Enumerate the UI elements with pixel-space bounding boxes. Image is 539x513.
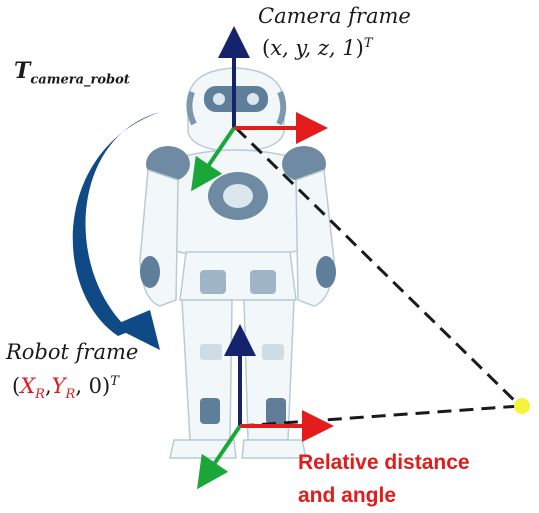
robot-y-axis-arrow [197, 424, 242, 490]
robot-ear-right [276, 90, 287, 126]
robot-hips [179, 251, 297, 301]
camera-frame-coords: (x, y, z, 1)T [262, 36, 372, 60]
transform-subscript: camera_robot [30, 72, 130, 88]
relative-distance-label: Relative distance and angle [298, 446, 530, 512]
robot-hip-joint-right [250, 270, 276, 294]
camera-coords-close: ) [355, 36, 364, 60]
robot-knee-left [200, 344, 222, 360]
robot-coords-x: X [20, 374, 36, 398]
camera-to-target-dashed-line [234, 126, 522, 408]
robot-coords-superscript: T [110, 374, 119, 389]
robot-frame-coords: (XR,YR, 0)T [12, 374, 119, 402]
robot-ear-left [186, 90, 197, 126]
robot-hand-right [316, 256, 336, 288]
transform-arrow-head [112, 310, 160, 350]
robot-eye-left [213, 93, 225, 105]
camera-coords-open: ( [262, 36, 271, 60]
robot-coords-y: Y [51, 374, 66, 398]
robot-to-target-dashed-line [239, 404, 521, 428]
robot-shin-right [266, 398, 286, 424]
relative-line-1: Relative distance [298, 451, 470, 474]
robot-coords-y-sub: R [65, 387, 76, 403]
relative-line-2: and angle [298, 484, 397, 507]
robot-knee-right [262, 344, 284, 360]
transform-curved-arrow [72, 112, 160, 346]
robot-coords-comma: , [44, 374, 52, 398]
robot-eye-right [247, 93, 259, 105]
robot-frame-title: Robot frame [6, 340, 139, 364]
robot-hip-joint-left [200, 270, 226, 294]
camera-coords-superscript: T [363, 36, 373, 51]
robot-hand-left [140, 256, 160, 288]
camera-coords-body: x, y, z, 1 [270, 36, 356, 60]
camera-y-axis-arrow [191, 126, 236, 192]
robot-shin-left [200, 398, 220, 424]
robot-chest-button [223, 184, 253, 208]
target-point [514, 398, 530, 414]
camera-frame-title: Camera frame [258, 4, 411, 28]
transform-symbol: T [14, 58, 31, 84]
robot-foot-right [241, 439, 307, 459]
robot-coords-rest: , 0) [75, 374, 111, 398]
robot-coords-open: ( [12, 374, 21, 398]
robot-coords-x-sub: R [35, 387, 45, 403]
transform-label: Tcamera_robot [14, 58, 130, 87]
